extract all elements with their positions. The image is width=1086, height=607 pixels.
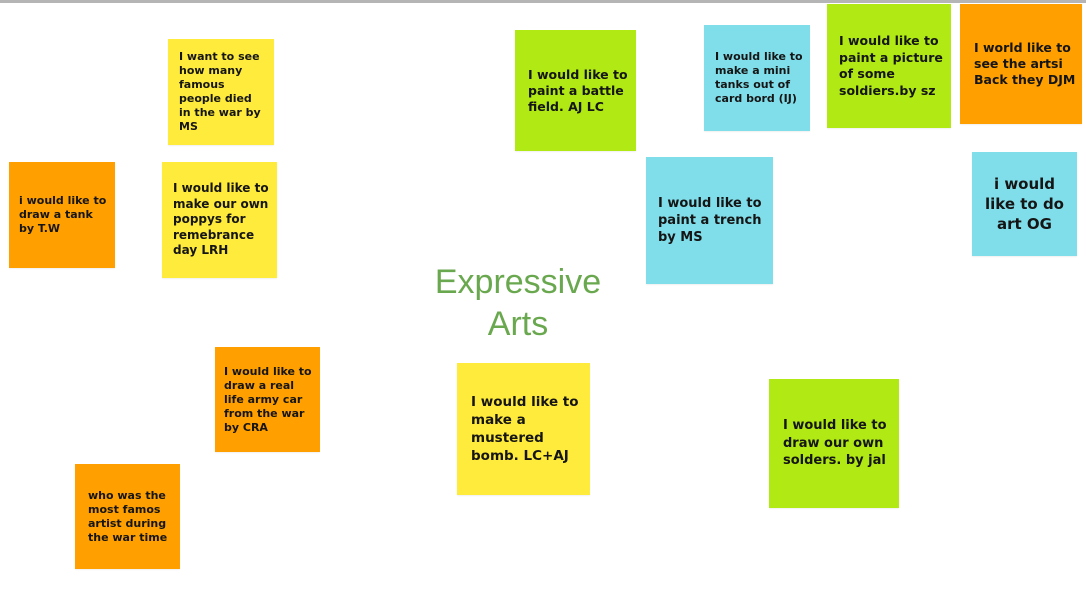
note-text: I would like to draw a real life army ca… [224,364,312,434]
sticky-note[interactable]: I would like to make a mini tanks out of… [704,25,810,131]
sticky-note[interactable]: I would like to make our own poppys for … [162,162,277,278]
sticky-note[interactable]: I would like to make a mustered bomb. LC… [457,363,590,495]
note-text: I would like to make a mini tanks out of… [715,50,803,105]
sticky-note[interactable]: who was the most famos artist during the… [75,464,180,569]
sticky-note-board[interactable]: Expressive Arts I want to see how many f… [0,3,1086,607]
note-text: I would like to paint a trench by MS [658,196,762,245]
note-text: i would like to do art OG [985,175,1064,233]
note-text: I would like to draw our own solders. by… [783,418,887,469]
note-text: I would like to make a mustered bomb. LC… [471,394,579,464]
sticky-note[interactable]: I would like to paint a battle field. AJ… [515,30,636,151]
note-text: I would like to paint a battle field. AJ… [528,66,628,114]
note-text: I would like to make our own poppys for … [173,181,269,258]
sticky-note[interactable]: I world like to see the artsi Back they … [960,4,1082,124]
sticky-note[interactable]: I want to see how many famous people die… [168,39,274,145]
sticky-note[interactable]: i would like to draw a tank by T.W [9,162,115,268]
window-top-border [0,0,1086,3]
sticky-note[interactable]: I would like to paint a trench by MS [646,157,773,284]
note-text: who was the most famos artist during the… [88,488,168,544]
sticky-note[interactable]: i would like to do art OG [972,152,1077,256]
sticky-note[interactable]: I would like to paint a picture of some … [827,4,951,128]
note-text: I world like to see the artsi Back they … [974,40,1076,87]
board-title: Expressive Arts [434,263,602,343]
sticky-note[interactable]: I would like to draw a real life army ca… [215,347,320,452]
note-text: i would like to draw a tank by T.W [19,194,107,235]
note-text: I want to see how many famous people die… [179,50,261,133]
sticky-note[interactable]: I would like to draw our own solders. by… [769,379,899,508]
note-text: I would like to paint a picture of some … [839,33,943,98]
